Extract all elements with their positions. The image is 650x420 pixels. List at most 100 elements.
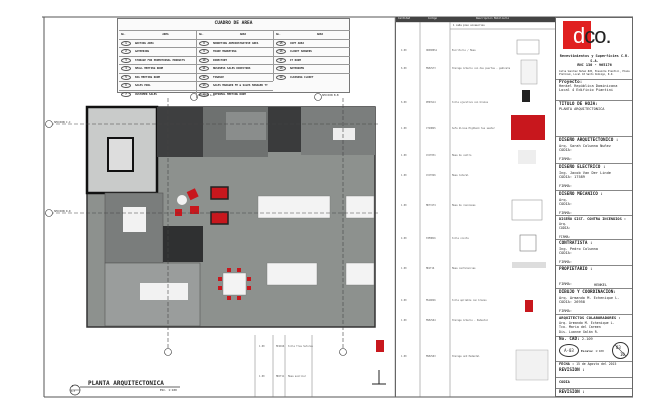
schedule-desc: Mesa conferencias	[452, 267, 476, 270]
schedule-code: MSH2S63	[426, 355, 436, 358]
company-logo: dco.	[573, 23, 612, 49]
area-number: 9	[199, 49, 209, 55]
logo-mark	[563, 21, 591, 49]
area-row: 5 BIG MEETING ROOM	[119, 72, 196, 82]
sheet-title-label: TITULO DE HOJA:	[559, 102, 598, 107]
schedule-code: ODK080S1	[426, 49, 438, 52]
sheet-num: 03	[616, 345, 621, 350]
schedule-desc: Storage and Pedestal	[452, 355, 480, 358]
codia-label: CODIA:	[559, 251, 572, 256]
area-number: 14	[199, 91, 209, 97]
drawing-name: Arq. Armando M. Echenique L.	[559, 295, 620, 300]
schedule-desc: Storage Armario con dos puertas - gabine…	[452, 67, 511, 70]
sheet-total: 10	[620, 352, 625, 357]
area-label: IT ROOM	[290, 58, 301, 62]
callout-sheet: A-3	[71, 390, 75, 393]
col-header-area: AREA	[239, 33, 247, 37]
project-name: Henkel República Dominicana Local 4 Edif…	[559, 84, 618, 92]
col-header-area: AREA	[162, 33, 169, 37]
area-number: 11	[199, 66, 209, 72]
schedule-code: MSH2S73	[426, 67, 436, 70]
schedule-header: Codigo	[428, 17, 438, 20]
drawing-label: DIBUJO Y COORDINACION:	[559, 290, 616, 295]
section-label: SECCION A-A	[198, 94, 215, 97]
schedule-desc: Silla Tres Sutures	[288, 345, 313, 348]
area-number: 18	[276, 66, 286, 72]
area-label: DIRECTORY	[213, 58, 228, 62]
area-number: 16	[276, 49, 286, 55]
codia-label: CODIA:	[559, 226, 571, 231]
schedule-desc: Mesa lateral	[452, 174, 469, 177]
area-label: WAITING AREA	[135, 41, 154, 45]
schedule-code: MD1T16	[426, 267, 435, 270]
firma-label: FIRMA:	[559, 184, 572, 189]
schedule-qty: 6.00	[401, 67, 407, 70]
schedule-desc: Silla ejecutiva con brazos	[452, 101, 488, 104]
title-block: dco. Revestimientos y Superficies C.R. S…	[555, 17, 633, 397]
elec-name: Ing. Jacob Van Der Linde	[559, 170, 611, 175]
schedule-qty: 1.00	[401, 267, 407, 270]
schedule-code: PPR3S14	[426, 101, 436, 104]
plan-title: PLANTA ARQUITECTONICA	[88, 380, 164, 387]
schedule-header: Cantidad	[398, 17, 411, 20]
schedule-qty: 1.00	[259, 345, 265, 348]
scale-value: 1:100	[595, 349, 604, 353]
furniture-schedule: Cantidad Codigo Descripcion Mobiliario 1…	[395, 17, 555, 397]
firma-label: FIRMA:	[559, 211, 572, 216]
plan-scale: ESC. 1:100	[160, 388, 177, 392]
schedule-desc: Mesa auxiliar	[288, 375, 306, 378]
firma-label: FIRMA:	[559, 309, 572, 314]
collab-name: Dis. Luanne Galán R.	[559, 329, 599, 334]
area-number: 5	[121, 74, 131, 80]
area-label: BUSINESS SALES DIRECTORS	[213, 67, 251, 71]
area-number: 4	[121, 66, 131, 72]
firma-label: FIRMA:	[559, 281, 572, 286]
area-label: BIG MEETING ROOM	[135, 75, 160, 79]
schedule-code: MD731T4	[426, 204, 436, 207]
schedule-qty: 4.00	[401, 299, 407, 302]
area-label: TRADE MARKETING	[213, 50, 237, 54]
schedule-desc: Escritorio / Mesa	[452, 49, 476, 52]
area-row: 11 BUSINESS SALES DIRECTORS	[197, 64, 273, 73]
schedule-desc: Mesa de centro	[452, 154, 472, 157]
schedule-code: CTSOB45	[426, 127, 436, 130]
furniture-thumbnails	[372, 39, 549, 385]
logo-d: d	[573, 23, 585, 48]
area-label: SMALL MEETING ROOM	[135, 67, 164, 71]
schedule-code: MCSR16	[276, 345, 285, 348]
section-label: SECCION D-D	[54, 210, 71, 213]
col-header-no: No.	[276, 33, 281, 37]
col-header-area: AREA	[316, 33, 324, 37]
schedule-code: CVCT026	[426, 174, 436, 177]
schedule-qty: 6.00	[401, 101, 407, 104]
schedule-qty: 1.00	[401, 127, 407, 130]
drawing-codia: CODIA: 26958	[559, 300, 585, 305]
area-label: STORAGE FOR PROMOTIONAL PRODUCTS	[135, 58, 185, 62]
area-label: SALES POOL	[135, 84, 151, 88]
schedule-code: MDCT11	[276, 375, 285, 378]
arch-name: Arq. Sarah Columna Nuñez	[559, 143, 611, 148]
mech-name: Arq.	[559, 197, 568, 202]
area-number: 19	[276, 74, 286, 80]
codia-label: CODIA:	[559, 148, 572, 153]
schedule-code: MS1R046	[426, 299, 436, 302]
fire-label: DISEÑO SIST. CONTRA INCENDIOS :	[559, 217, 627, 221]
company-address: Calle Sanchez Nuñez #20, Ensanche Pianti…	[559, 70, 630, 76]
col-header-no: No.	[121, 33, 126, 37]
elec-label: DISEÑO ELECTRICO :	[559, 165, 606, 170]
fire-name: Arq.	[559, 221, 567, 226]
schedule-qty: 1.00	[259, 375, 265, 378]
firma-label: FIRMA:	[559, 235, 571, 240]
floor-plan	[45, 93, 380, 356]
collab-name: Tco. Maria del Carmen	[559, 325, 601, 330]
codia2-label: CODIA	[559, 380, 570, 384]
contractor-label: CONTRATISTA :	[559, 241, 593, 246]
date-value: 15 de Agosto del 2015	[576, 362, 617, 366]
